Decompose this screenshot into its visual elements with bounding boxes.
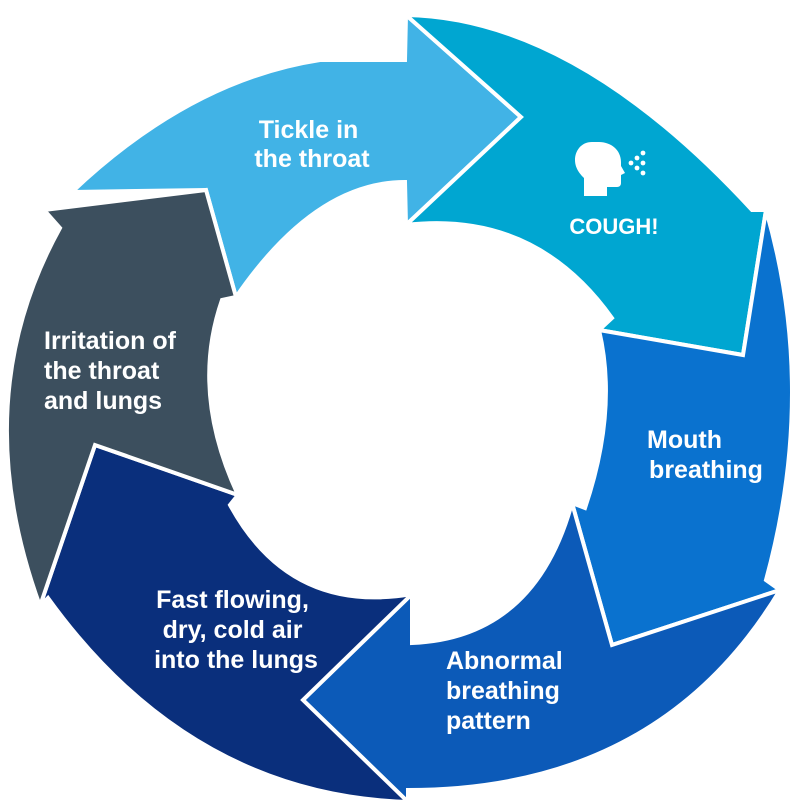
label-fast: Fast flowing, dry, cold air into the lun… xyxy=(154,586,318,674)
label-abnormal: Abnormal breathing pattern xyxy=(446,647,570,735)
segment-abnormal-breathing-pattern: Abnormal breathing pattern xyxy=(300,495,785,807)
label-cough: COUGH! xyxy=(569,214,658,239)
label-irritation: Irritation of the throat and lungs xyxy=(44,327,183,415)
segment-fast-flowing-air: Fast flowing, dry, cold air into the lun… xyxy=(38,442,419,805)
label-tickle: Tickle in the throat xyxy=(254,116,370,173)
label-mouth: Mouth breathing xyxy=(647,426,763,484)
segment-arrow-fast xyxy=(38,442,419,805)
segment-arrow-abnormal xyxy=(300,495,785,807)
segment-cough: COUGH! xyxy=(400,12,769,358)
segment-arrow-irritation xyxy=(4,187,242,613)
coughing-head-icon xyxy=(575,142,646,196)
segment-mouth-breathing: Mouth breathing xyxy=(568,209,794,648)
segment-arrow-mouth xyxy=(568,209,794,648)
segment-irritation: Irritation of the throat and lungs xyxy=(4,187,242,613)
